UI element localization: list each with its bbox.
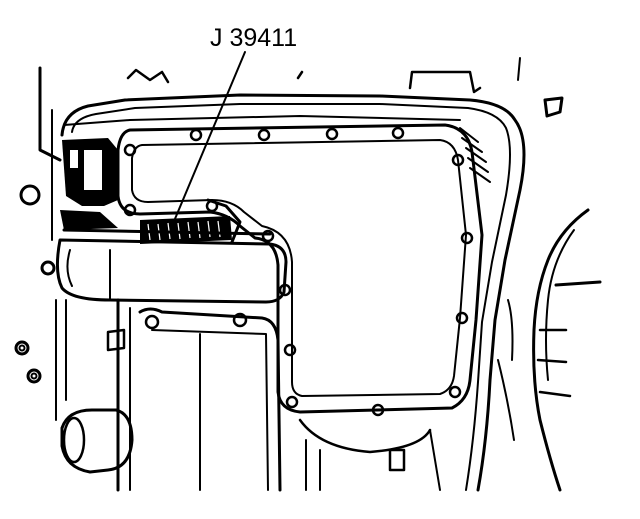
flange-corner-hatching — [459, 127, 491, 183]
tool-j39411 — [140, 198, 242, 244]
block-top-edge — [126, 57, 564, 118]
side-fittings — [14, 340, 42, 384]
bracket-left-upper — [60, 138, 118, 230]
block-bolt-hole — [19, 184, 41, 206]
block-bolt-hole — [40, 260, 56, 276]
oil-filter — [60, 408, 134, 474]
transmission-bellhousing — [497, 208, 602, 492]
tool-callout-label: J 39411 — [210, 24, 297, 52]
crossmember-beam — [55, 228, 288, 304]
lower-bolt — [144, 314, 160, 330]
lower-block-section — [55, 298, 282, 492]
oil-pan-gasket-flange — [116, 123, 484, 417]
oil-pan-outer-rail — [60, 93, 526, 492]
flange-bolt — [123, 126, 474, 417]
drain-plug — [388, 448, 406, 472]
lower-bolt — [232, 312, 248, 328]
oil-pan-bottom — [298, 418, 441, 491]
block-left-edge — [19, 66, 62, 276]
callout-leader-line — [171, 51, 246, 227]
